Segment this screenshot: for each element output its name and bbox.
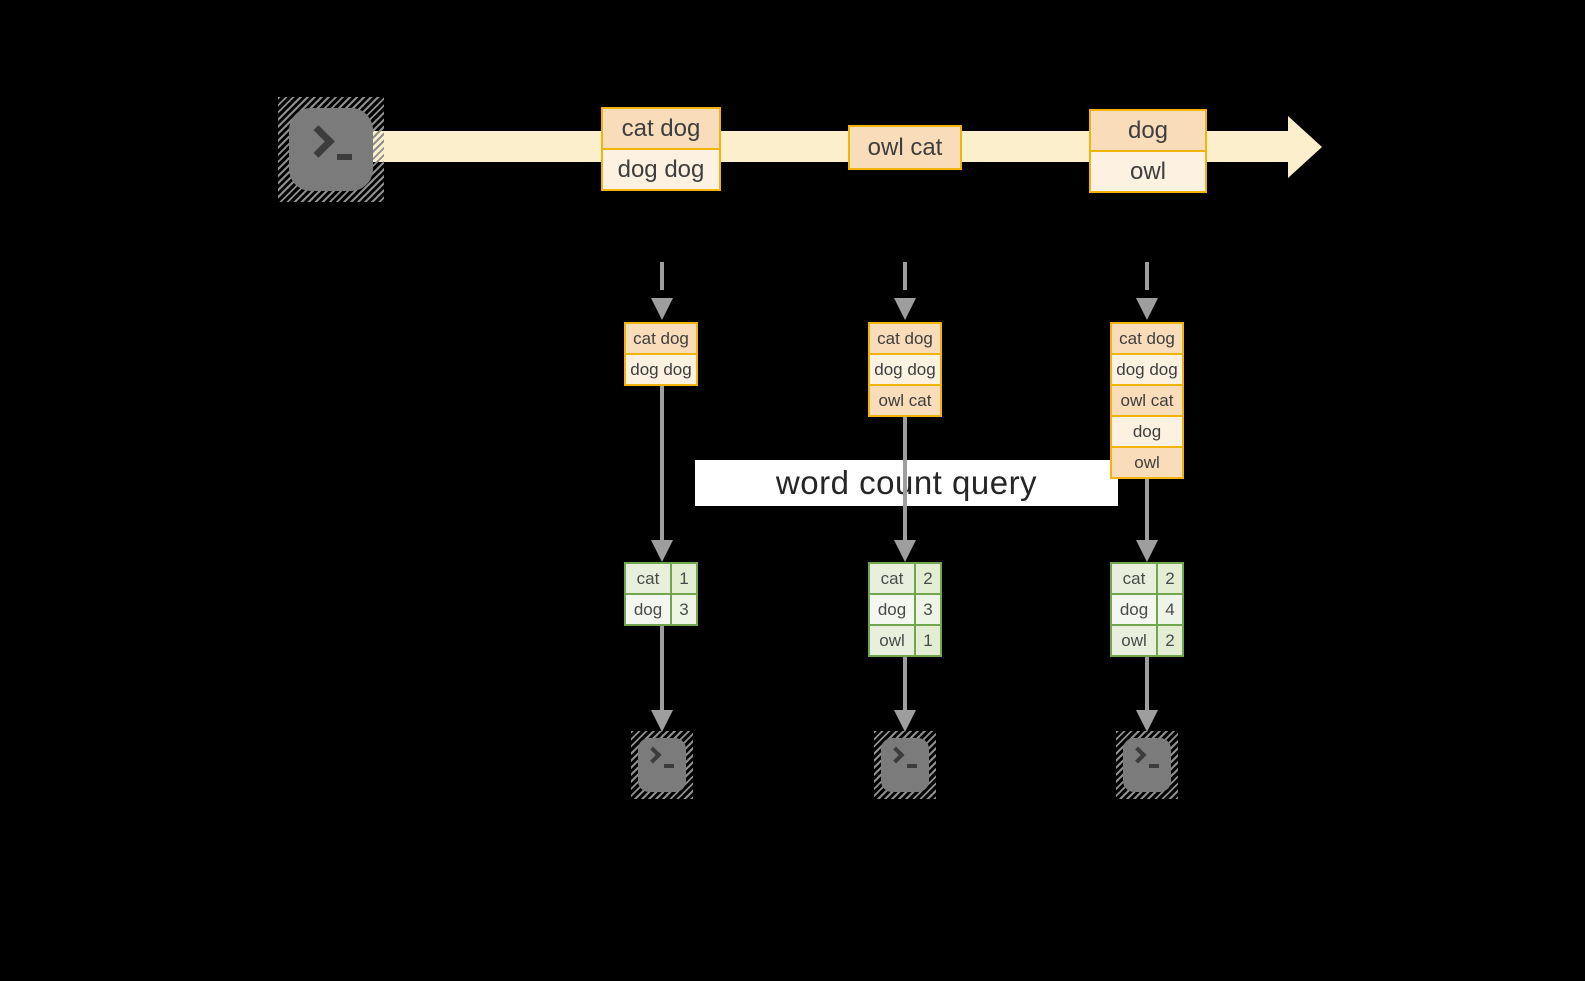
count-row: owl 1 [870,624,940,655]
state-record: owl cat [870,384,940,415]
down-arrowhead-icon [894,298,916,320]
sink-arrow-line [903,657,907,710]
down-arrowhead-icon [1136,540,1158,562]
sink-arrow-line [660,626,664,710]
terminal-body [638,738,686,792]
prompt-chevron-icon [887,746,905,764]
count-cell: 3 [916,595,940,624]
stream-band-arrowhead-icon [1288,116,1322,178]
count-row: cat 2 [870,564,940,593]
stream-batch-3: dog owl [1089,109,1207,193]
count-cell: 1 [916,626,940,655]
state-record: dog dog [1112,353,1182,384]
stream-record: owl [1091,150,1205,191]
stream-record: dog [1091,111,1205,150]
terminal-body [289,108,373,191]
word-cell: dog [870,595,916,624]
stream-batch-1: cat dog dog dog [601,107,721,191]
word-cell: owl [870,626,916,655]
input-state-box-3: cat dog dog dog owl cat dog owl [1110,322,1184,479]
trigger-dashed-arrow-line [903,262,907,290]
down-arrowhead-icon [1136,710,1158,732]
down-arrowhead-icon [1136,298,1158,320]
state-record: owl cat [1112,384,1182,415]
count-cell: 2 [1158,564,1182,593]
count-table-1: cat 1 dog 3 [624,562,698,626]
stream-record: cat dog [603,109,719,148]
down-arrowhead-icon [894,540,916,562]
source-terminal-icon [278,97,384,202]
down-arrowhead-icon [651,540,673,562]
state-record: dog dog [626,353,696,384]
prompt-chevron-icon [644,746,662,764]
input-state-box-1: cat dog dog dog [624,322,698,386]
state-record: cat dog [1112,324,1182,353]
down-arrowhead-icon [651,710,673,732]
prompt-underscore-icon [664,764,674,768]
count-cell: 2 [1158,626,1182,655]
count-row: dog 3 [626,593,696,624]
query-arrow-line [660,386,664,540]
stream-record: owl cat [850,127,960,168]
state-record: dog [1112,415,1182,446]
count-row: cat 1 [626,564,696,593]
count-row: dog 3 [870,593,940,624]
word-cell: dog [626,595,672,624]
state-record: cat dog [626,324,696,353]
count-row: cat 2 [1112,564,1182,593]
word-cell: cat [626,564,672,593]
prompt-chevron-icon [1129,746,1147,764]
count-cell: 1 [672,564,696,593]
count-row: owl 2 [1112,624,1182,655]
state-record: cat dog [870,324,940,353]
terminal-body [1123,738,1171,792]
state-record: owl [1112,446,1182,477]
sink-arrow-line [1145,657,1149,710]
sink-terminal-icon-1 [631,731,693,799]
count-table-2: cat 2 dog 3 owl 1 [868,562,942,657]
sink-terminal-icon-3 [1116,731,1178,799]
count-cell: 2 [916,564,940,593]
stream-batch-2: owl cat [848,125,962,170]
prompt-underscore-icon [907,764,917,768]
state-record: dog dog [870,353,940,384]
word-cell: cat [1112,564,1158,593]
count-table-3: cat 2 dog 4 owl 2 [1110,562,1184,657]
count-cell: 4 [1158,595,1182,624]
prompt-underscore-icon [337,154,352,160]
word-cell: cat [870,564,916,593]
prompt-underscore-icon [1149,764,1159,768]
query-arrow-line [1145,479,1149,540]
trigger-dashed-arrow-line [660,262,664,290]
word-cell: dog [1112,595,1158,624]
count-cell: 3 [672,595,696,624]
down-arrowhead-icon [894,710,916,732]
sink-terminal-icon-2 [874,731,936,799]
stream-record: dog dog [603,148,719,189]
trigger-dashed-arrow-line [1145,262,1149,290]
down-arrowhead-icon [651,298,673,320]
input-state-box-2: cat dog dog dog owl cat [868,322,942,417]
count-row: dog 4 [1112,593,1182,624]
prompt-chevron-icon [302,125,335,158]
terminal-body [881,738,929,792]
query-arrow-line [903,417,907,540]
word-cell: owl [1112,626,1158,655]
